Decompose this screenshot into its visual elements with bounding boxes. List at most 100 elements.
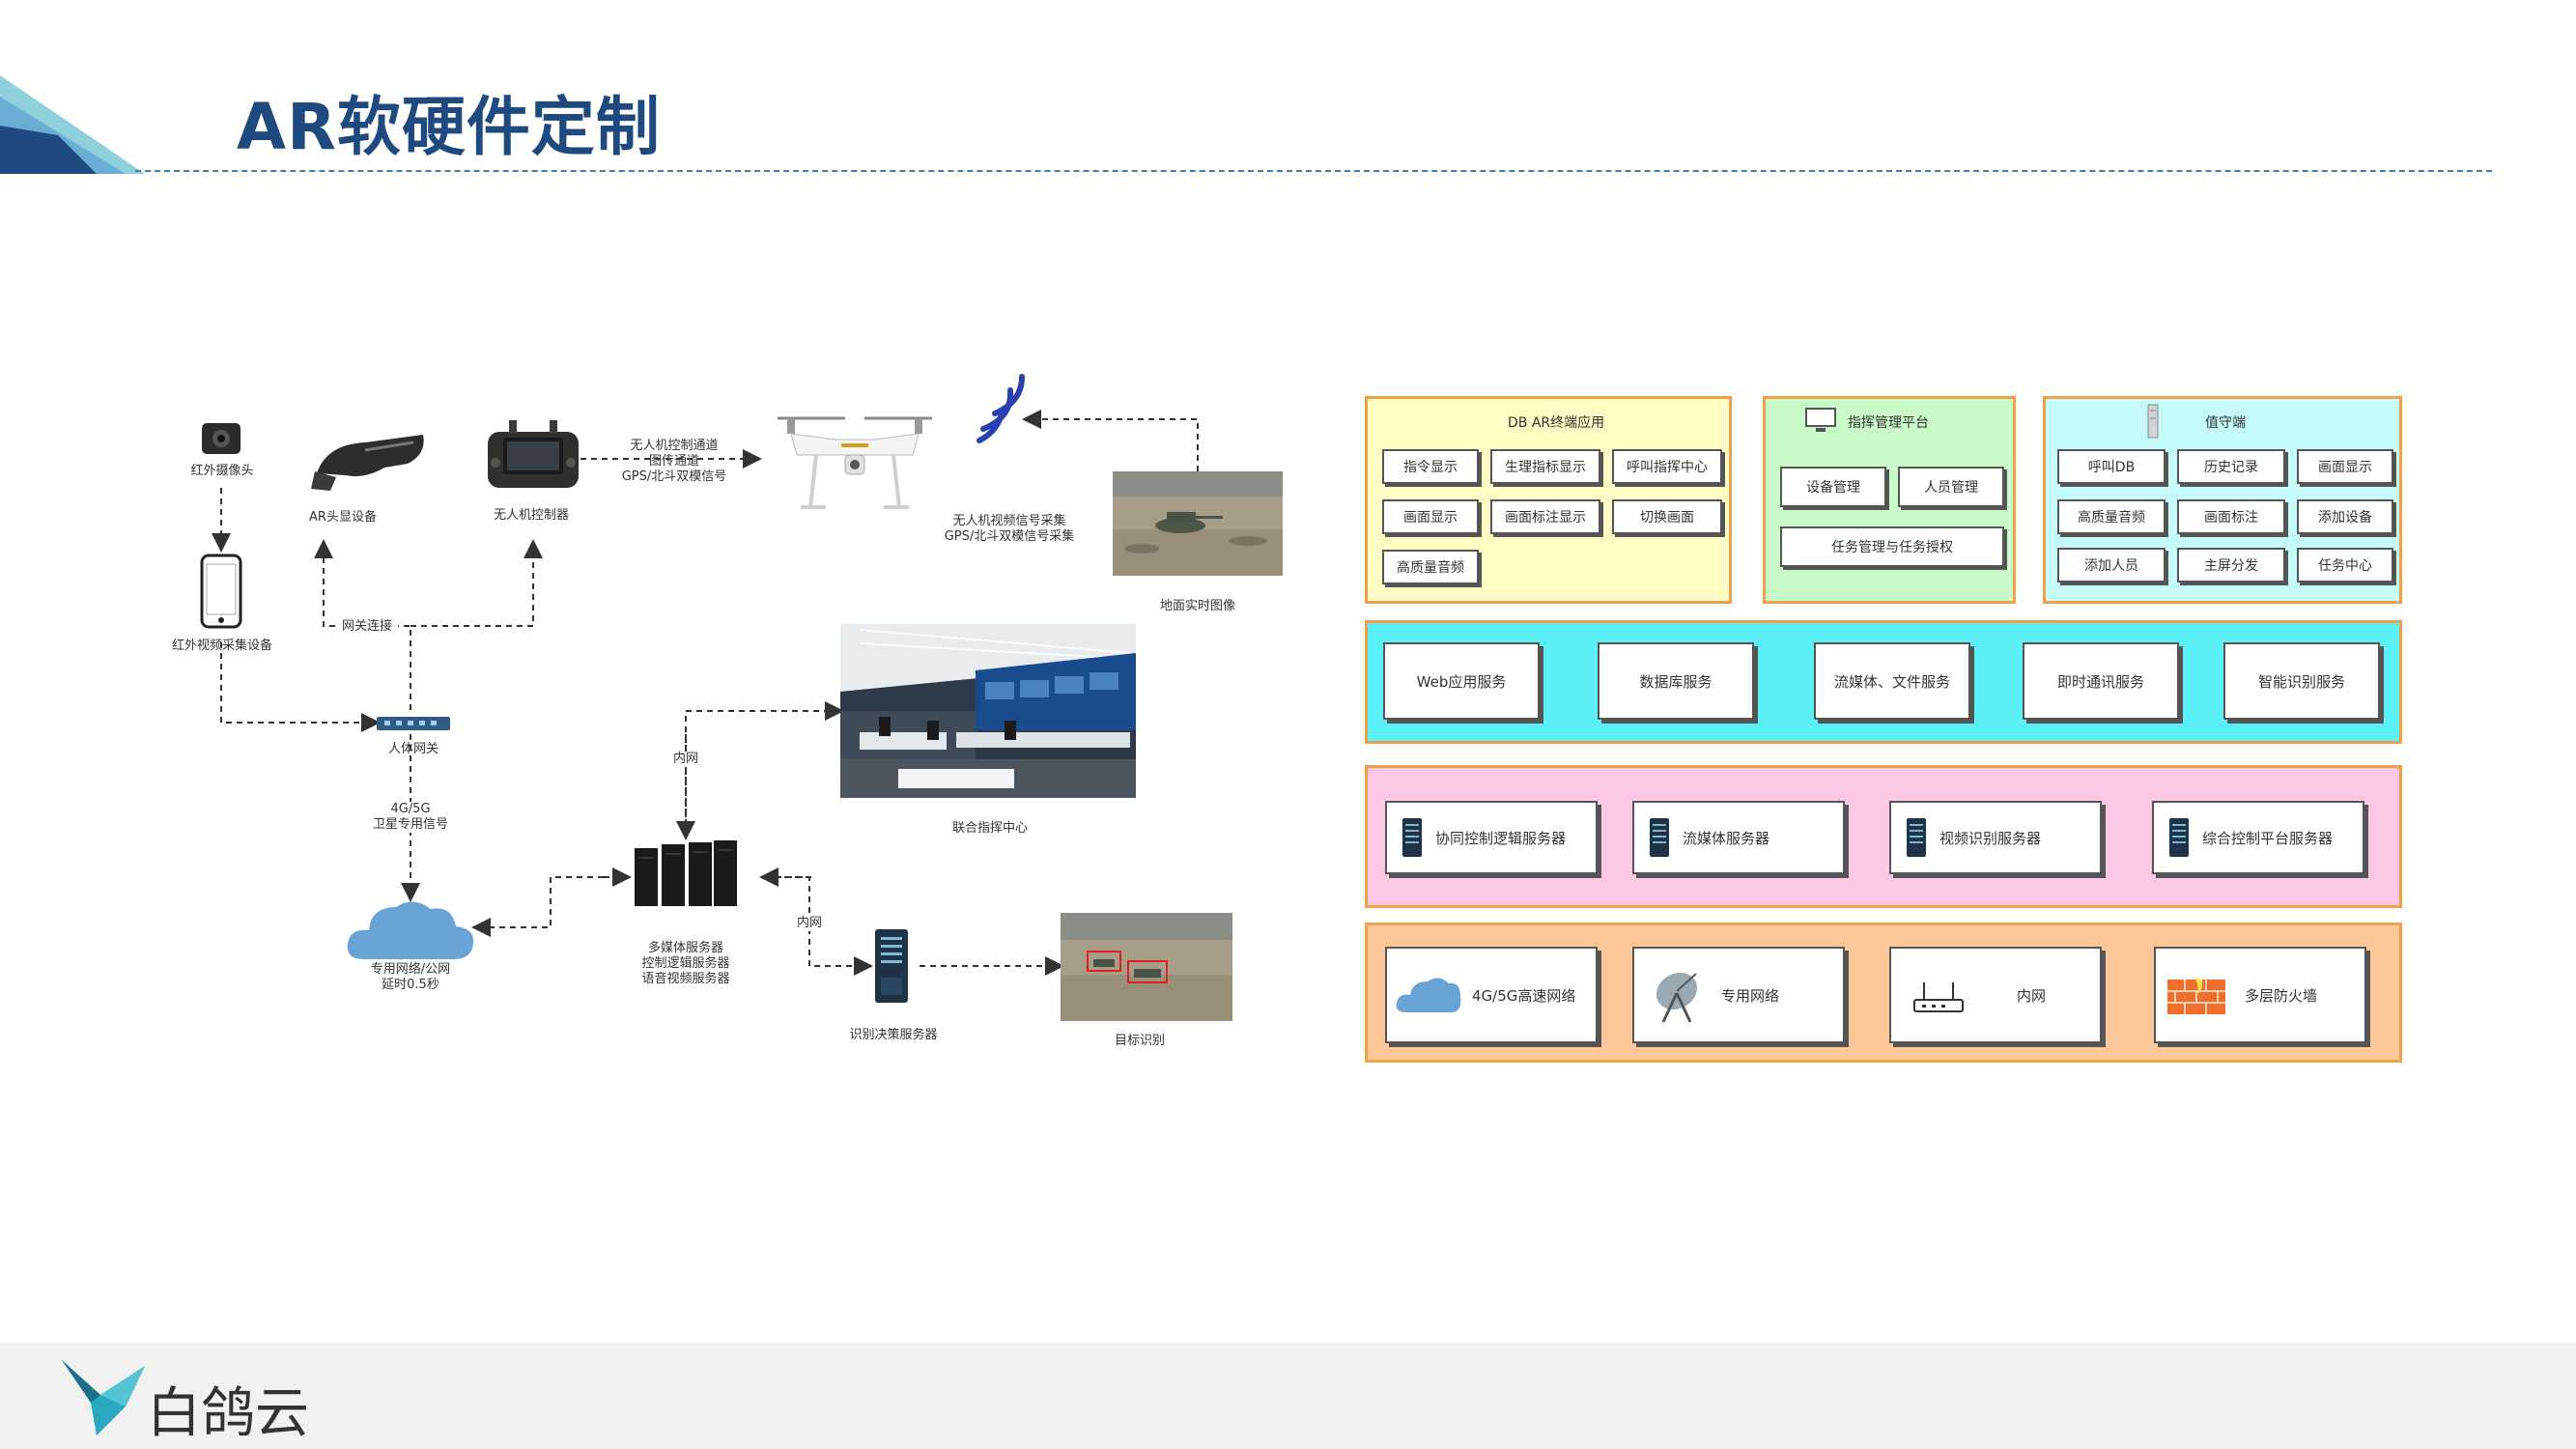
decision-server-icon xyxy=(875,929,908,1003)
ground-image-photo xyxy=(1113,471,1283,576)
service-database[interactable]: 数据库服务 xyxy=(1598,642,1754,720)
ir-collector-label: 红外视频采集设备 xyxy=(171,639,272,653)
footer-brand-name: 白鸽云 xyxy=(147,1382,309,1445)
terminal-app-title: DB AR终端应用 xyxy=(1508,415,1605,431)
signal-wave-icon xyxy=(977,374,1025,443)
server-integrated-control-label: 综合控制平台服务器 xyxy=(2202,829,2334,847)
terminal-item-call-center[interactable]: 呼叫指挥中心 xyxy=(1612,449,1722,484)
servers-label-media: 多媒体服务器 xyxy=(647,941,723,955)
server-streaming-label: 流媒体服务器 xyxy=(1683,829,1770,847)
server-integrated-control[interactable]: 综合控制平台服务器 xyxy=(2152,801,2364,874)
duty-item-hq-audio[interactable]: 高质量音频 xyxy=(2057,499,2166,534)
network-4g-label: 4G/5G xyxy=(362,802,459,818)
ground-image-label: 地面实时图像 xyxy=(1159,599,1235,613)
network-firewall-label: 多层防火墙 xyxy=(2245,986,2318,1005)
intranet-label-1: 内网 xyxy=(666,752,705,768)
duty-item-task-center[interactable]: 任务中心 xyxy=(2297,548,2393,582)
monitor-icon xyxy=(1805,408,1836,432)
platform-item-task-mgmt[interactable]: 任务管理与任务授权 xyxy=(1780,526,2004,567)
servers-label-voice: 语音视频服务器 xyxy=(641,972,730,986)
dove-logo-icon xyxy=(62,1360,145,1435)
duty-terminal-panel: 值守端 呼叫DB 历史记录 画面显示 高质量音频 画面标注 添加设备 添加人员 … xyxy=(2043,396,2402,604)
platform-item-personnel-mgmt[interactable]: 人员管理 xyxy=(1898,467,2004,507)
drone-signal-label-gps: GPS/北斗双模信号采集 xyxy=(944,529,1075,544)
satellite-dish-icon xyxy=(1656,972,1698,1023)
terminal-item-screen-display[interactable]: 画面显示 xyxy=(1382,499,1479,534)
link-label-control: 无人机控制通道 xyxy=(630,439,719,453)
server-streaming[interactable]: 流媒体服务器 xyxy=(1632,801,1845,874)
media-servers-icon xyxy=(635,840,737,906)
server-icon xyxy=(1907,818,1926,857)
server-video-recognition[interactable]: 视频识别服务器 xyxy=(1889,801,2102,874)
tower-icon xyxy=(2147,404,2159,439)
duty-item-screen-display[interactable]: 画面显示 xyxy=(2297,449,2393,484)
command-platform-title: 指挥管理平台 xyxy=(1848,415,1929,431)
terminal-item-vital-signs[interactable]: 生理指标显示 xyxy=(1490,449,1600,484)
terminal-item-switch-screen[interactable]: 切换画面 xyxy=(1612,499,1722,534)
server-icon xyxy=(1650,818,1669,857)
cloud-label-network: 专用网络/公网 xyxy=(370,962,451,977)
decision-server-label: 识别决策服务器 xyxy=(849,1028,938,1042)
ir-camera-label: 红外摄像头 xyxy=(190,464,254,478)
command-center-photo xyxy=(840,624,1136,798)
router-icon xyxy=(1913,982,1964,1012)
title-divider xyxy=(135,170,2492,172)
network-satellite-label: 卫星专用信号 xyxy=(362,817,459,834)
gateway-link-label: 网关连接 xyxy=(336,619,398,636)
cloud-icon xyxy=(1396,978,1461,1012)
drone-controller-label: 无人机控制器 xyxy=(493,508,569,523)
drone-controller-icon xyxy=(488,420,579,488)
network-intranet[interactable]: 内网 xyxy=(1889,947,2102,1043)
terminal-item-command-display[interactable]: 指令显示 xyxy=(1382,449,1479,484)
service-messaging[interactable]: 即时通讯服务 xyxy=(2023,642,2179,720)
cloud-icon xyxy=(347,901,474,959)
footer-bar xyxy=(0,1343,2576,1449)
platform-item-device-mgmt[interactable]: 设备管理 xyxy=(1780,467,1886,507)
service-streaming[interactable]: 流媒体、文件服务 xyxy=(1814,642,1970,720)
ir-collector-phone-icon xyxy=(200,554,242,629)
duty-item-add-device[interactable]: 添加设备 xyxy=(2297,499,2393,534)
duty-item-history[interactable]: 历史记录 xyxy=(2177,449,2285,484)
network-4g5g[interactable]: 4G/5G高速网络 xyxy=(1385,947,1598,1043)
command-center-label: 联合指挥中心 xyxy=(951,821,1028,836)
server-video-recognition-label: 视频识别服务器 xyxy=(1939,829,2042,847)
header-corner-decoration xyxy=(0,75,145,174)
duty-item-add-personnel[interactable]: 添加人员 xyxy=(2057,548,2166,582)
command-platform-panel: 指挥管理平台 设备管理 人员管理 任务管理与任务授权 xyxy=(1763,396,2016,604)
server-icon xyxy=(1402,818,1422,857)
ar-device-label: AR头显设备 xyxy=(309,510,377,525)
target-recognition-photo xyxy=(1061,913,1232,1021)
duty-item-call-db[interactable]: 呼叫DB xyxy=(2057,449,2166,484)
servers-layer-panel: 协同控制逻辑服务器 流媒体服务器 视频识别服务器 综合控制平台服务器 xyxy=(1365,765,2402,908)
firewall-icon xyxy=(2167,978,2225,1014)
ar-glasses-icon xyxy=(311,435,424,491)
services-layer-panel: Web应用服务 数据库服务 流媒体、文件服务 即时通讯服务 智能识别服务 xyxy=(1365,620,2402,744)
network-private-label: 专用网络 xyxy=(1721,986,1780,1005)
link-label-image: 图传通道 xyxy=(648,454,699,469)
terminal-item-hq-audio[interactable]: 高质量音频 xyxy=(1382,550,1479,584)
link-label-gps: GPS/北斗双模信号 xyxy=(621,469,727,484)
server-collab-control-label: 协同控制逻辑服务器 xyxy=(1435,829,1567,847)
gateway-label: 人体网关 xyxy=(387,742,439,756)
target-recognition-label: 目标识别 xyxy=(1114,1034,1165,1048)
network-intranet-label: 内网 xyxy=(2017,986,2047,1005)
network-firewall[interactable]: 多层防火墙 xyxy=(2154,947,2366,1043)
intranet-label-2: 内网 xyxy=(790,916,829,932)
network-private[interactable]: 专用网络 xyxy=(1632,947,1845,1043)
terminal-app-panel: DB AR终端应用 指令显示 生理指标显示 呼叫指挥中心 画面显示 画面标注显示… xyxy=(1365,396,1732,604)
server-icon xyxy=(2169,818,2189,857)
service-recognition[interactable]: 智能识别服务 xyxy=(2223,642,2380,720)
drone-icon xyxy=(778,416,932,509)
gateway-icon xyxy=(377,717,450,730)
servers-label-control: 控制逻辑服务器 xyxy=(641,956,730,971)
drone-signal-label-video: 无人机视频信号采集 xyxy=(952,514,1066,528)
server-collab-control[interactable]: 协同控制逻辑服务器 xyxy=(1385,801,1598,874)
service-web[interactable]: Web应用服务 xyxy=(1383,642,1540,720)
network-layer-panel: 4G/5G高速网络 专用网络 内网 多层防火墙 xyxy=(1365,923,2402,1063)
page-title: AR软硬件定制 xyxy=(237,90,661,164)
duty-item-annotation[interactable]: 画面标注 xyxy=(2177,499,2285,534)
cloud-label-latency: 延时0.5秒 xyxy=(382,978,439,992)
terminal-item-annotation-display[interactable]: 画面标注显示 xyxy=(1490,499,1600,534)
duty-terminal-title: 值守端 xyxy=(2205,415,2246,431)
duty-item-main-screen[interactable]: 主屏分发 xyxy=(2177,548,2285,582)
